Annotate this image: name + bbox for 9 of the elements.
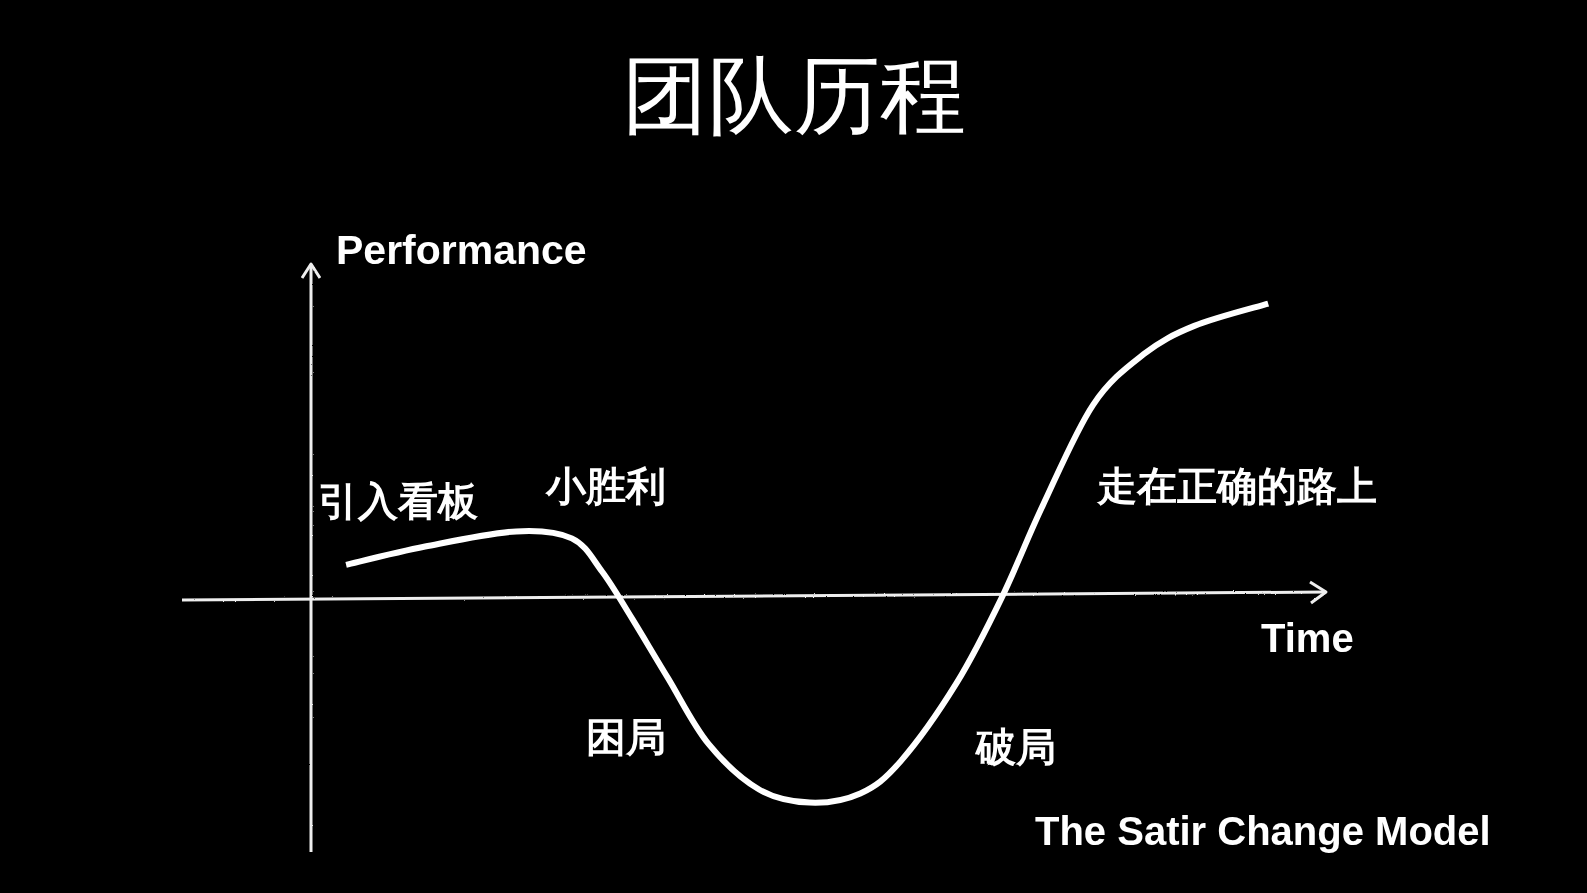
title: 团队历程: [621, 48, 966, 143]
axis-label: Time: [1261, 615, 1354, 661]
stage-label: 引入看板: [318, 478, 478, 524]
stage-label: 走在正确的路上: [1097, 463, 1377, 509]
stage-label: 小胜利: [546, 463, 666, 509]
axis-label: Performance: [336, 227, 587, 275]
model-name: The Satir Change Model: [1035, 808, 1491, 854]
stage-label: 破局: [976, 724, 1056, 770]
stage-label: 困局: [586, 714, 666, 760]
